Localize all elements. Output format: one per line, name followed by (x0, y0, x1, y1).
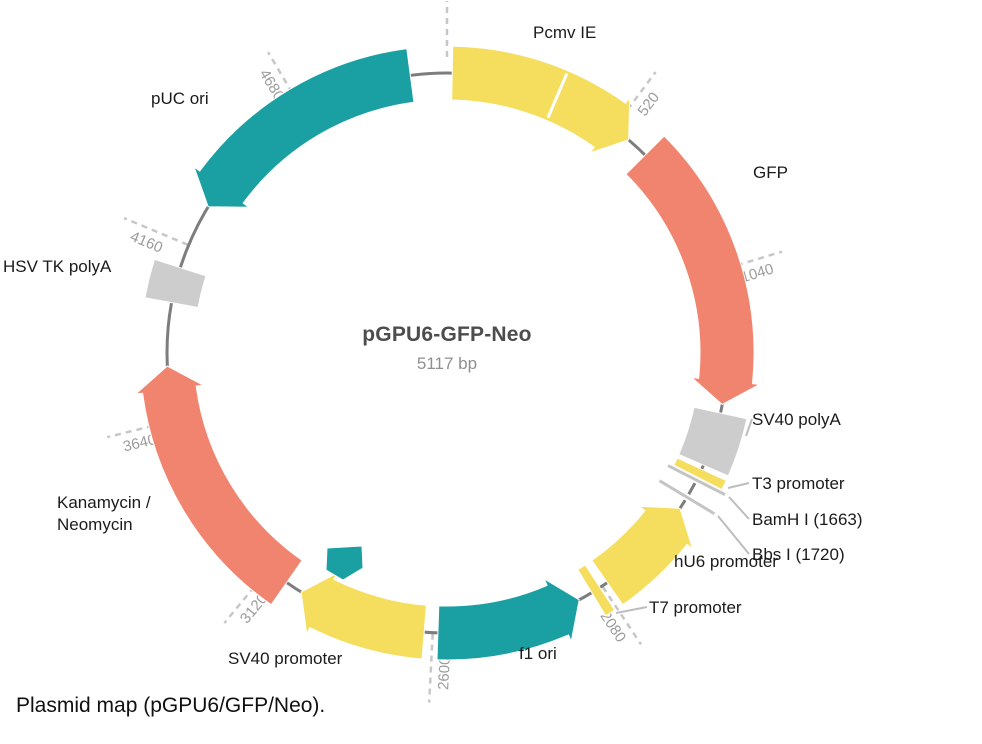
leader-t7-promoter (615, 606, 648, 614)
leader-bamhi (728, 496, 750, 520)
plasmid-size: 5117 bp (416, 354, 478, 373)
feature-arc-bbs-i-1720 (658, 479, 716, 516)
figure-caption: Plasmid map (pGPU6/GFP/Neo). (16, 694, 326, 717)
feature-arc-hsv-tk-polya (144, 258, 207, 309)
tick-label-2600: 2600 (435, 656, 454, 690)
feature-arc-sv40-promoter (300, 571, 427, 660)
feature-label-hu6-promoter: hU6 promoter (674, 552, 778, 571)
feature-label-gfp: GFP (753, 163, 788, 182)
inner-pentagon-marker (325, 545, 364, 581)
leader-bbsi (717, 515, 750, 555)
feature-arc-hu6-promoter (591, 505, 694, 606)
feature-label-bamhi-site: BamH I (1663) (752, 510, 863, 529)
leader-sv40-polya (745, 418, 753, 437)
feature-arc-pcmv-ie (451, 45, 631, 154)
feature-arc-gfp (625, 135, 762, 406)
feature-label-t3-promoter: T3 promoter (752, 474, 845, 493)
tick-4160 (123, 216, 189, 246)
feature-arc-kanamycin-neomycin (134, 365, 303, 606)
feature-divider-0 (546, 73, 569, 119)
feature-arc-t7-promoter (577, 564, 616, 617)
feature-label-hsv-tk-polya: HSV TK polyA (3, 257, 112, 276)
tick-label-4160: 4160 (128, 228, 165, 257)
feature-label-puc-ori: pUC ori (151, 89, 209, 108)
feature-label-kanamycin-neomycin: Kanamycin / Neomycin (57, 493, 151, 535)
feature-label-bbsi-site: Bbs I (1720) (752, 545, 845, 564)
plasmid-center-text: pGPU6-GFP-Neo 5117 bp (327, 323, 567, 374)
leader-t3-promoter (727, 482, 750, 489)
feature-arc-puc-ori (193, 48, 415, 208)
feature-arc-f1-ori (436, 577, 580, 661)
feature-arc-bamh-i-1663 (667, 464, 726, 496)
tick-label-520: 520 (634, 89, 663, 119)
feature-label-f1-ori: f1 ori (519, 644, 557, 663)
feature-label-pcmv-ie: Pcmv IE (533, 23, 597, 42)
tick-2600 (427, 633, 434, 703)
tick-label-2080: 2080 (597, 608, 630, 645)
plasmid-title: pGPU6-GFP-Neo (362, 323, 532, 346)
feature-label-sv40-polya: SV40 polyA (752, 410, 841, 429)
feature-label-t7-promoter: T7 promoter (649, 598, 742, 617)
feature-label-sv40-promoter: SV40 promoter (228, 649, 343, 668)
feature-arc-sv40-polya (678, 406, 748, 477)
tick-2080 (601, 586, 643, 645)
